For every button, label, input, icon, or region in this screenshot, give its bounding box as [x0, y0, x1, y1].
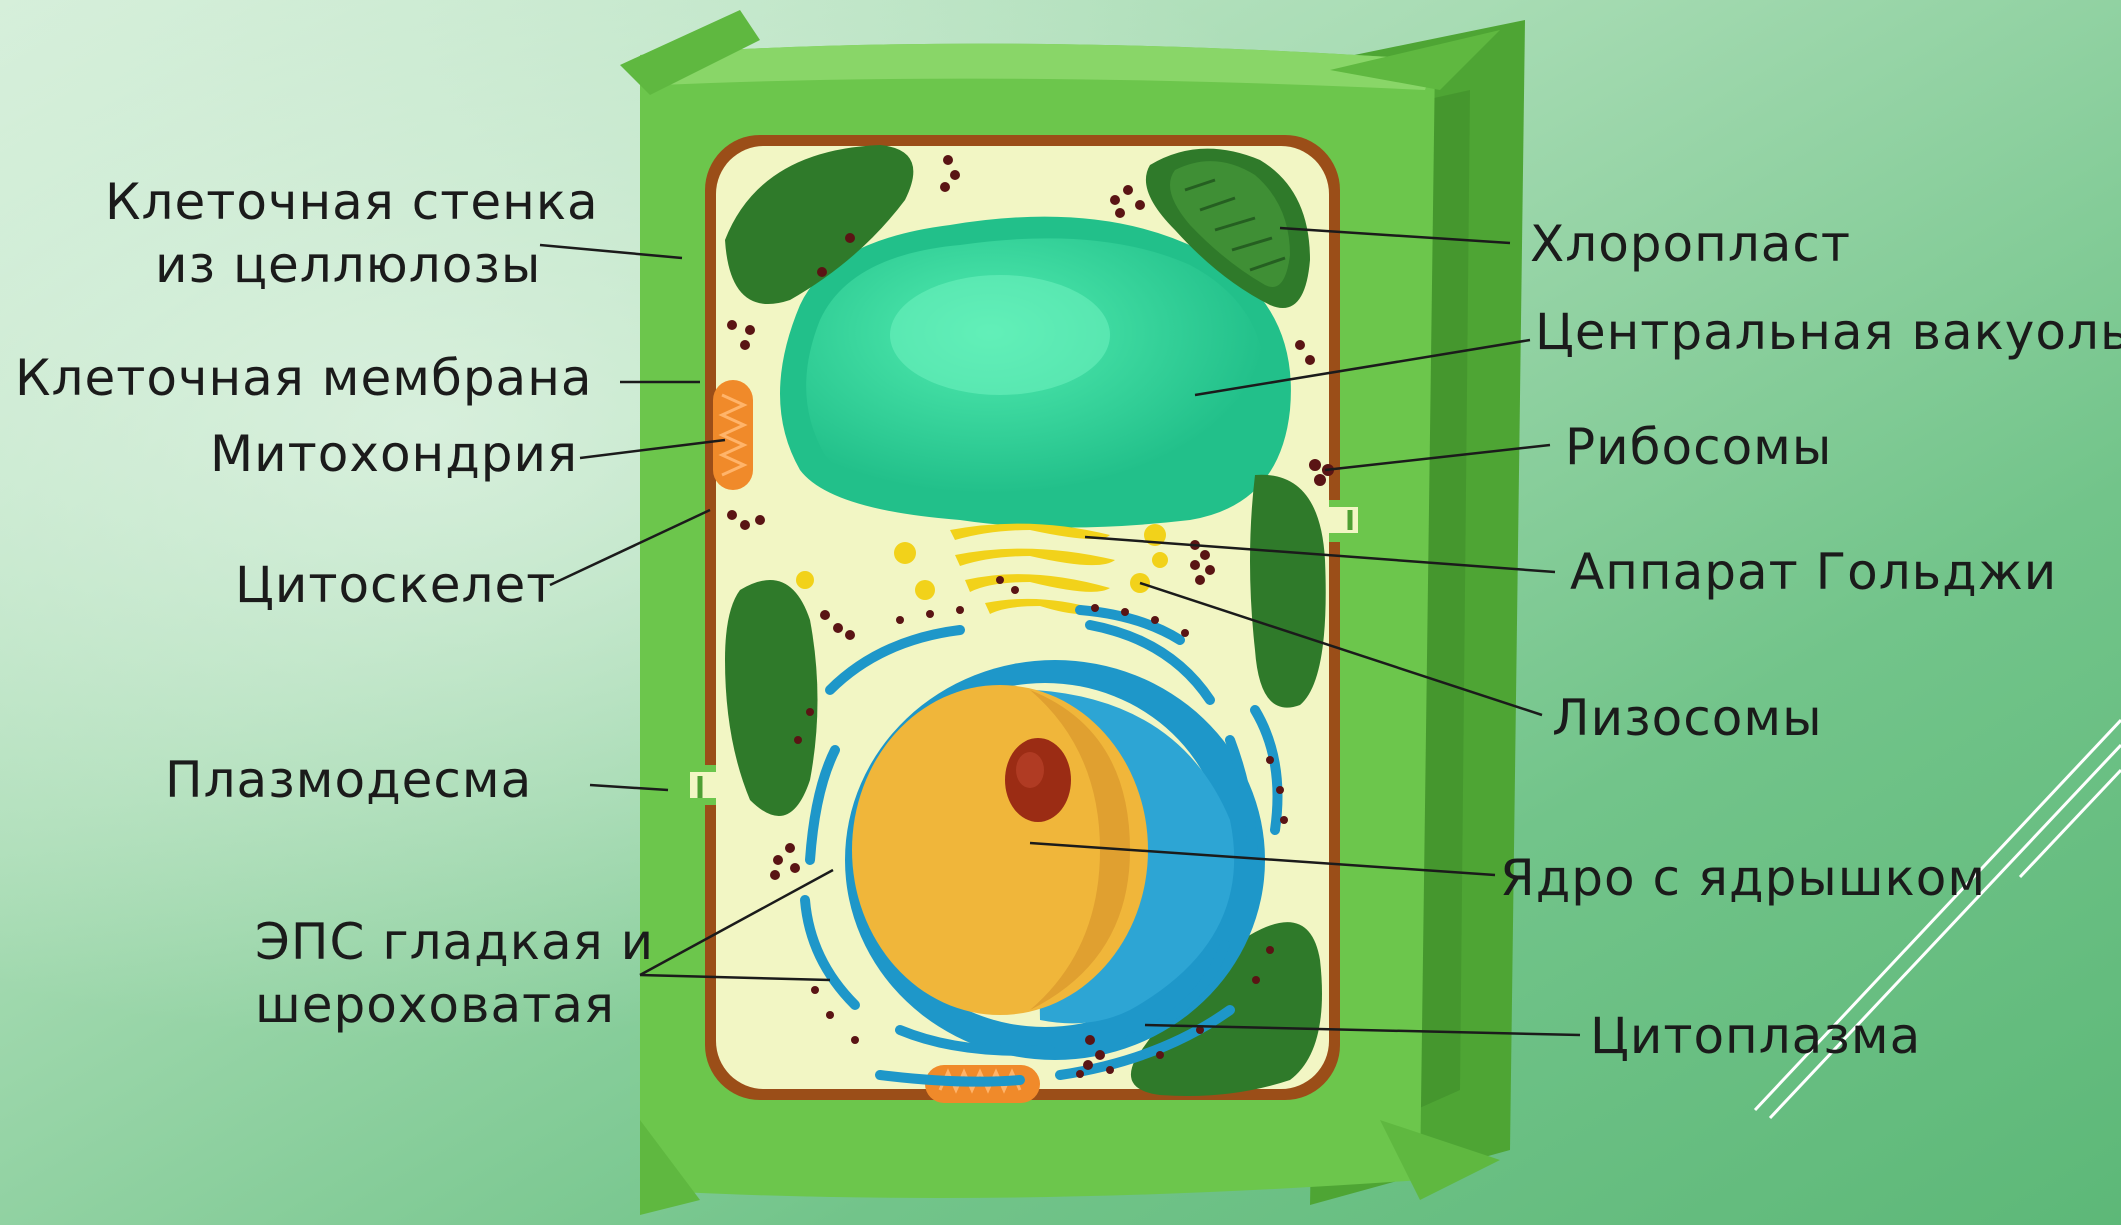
label-cell-wall-2: из целлюлозы — [155, 233, 541, 297]
label-golgi: Аппарат Гольджи — [1570, 540, 2057, 604]
label-ribosomes: Рибосомы — [1565, 415, 1832, 479]
label-cell-membrane: Клеточная мембрана — [15, 346, 593, 410]
label-cytoplasm: Цитоплазма — [1590, 1004, 1921, 1068]
label-mitochondria: Митохондрия — [210, 422, 578, 486]
label-vacuole: Центральная вакуоль — [1535, 300, 2121, 364]
label-er-1: ЭПС гладкая и — [255, 910, 654, 974]
label-cell-wall-1: Клеточная стенка — [105, 170, 599, 234]
label-plasmodesma: Плазмодесма — [165, 748, 532, 812]
label-cytoskeleton: Цитоскелет — [235, 553, 556, 617]
label-lysosomes: Лизосомы — [1552, 686, 1823, 750]
label-chloroplast: Хлоропласт — [1530, 212, 1851, 276]
label-nucleus: Ядро с ядрышком — [1500, 846, 1986, 910]
label-er-2: шероховатая — [255, 973, 615, 1037]
plasmodesma-left-channel — [690, 772, 730, 798]
